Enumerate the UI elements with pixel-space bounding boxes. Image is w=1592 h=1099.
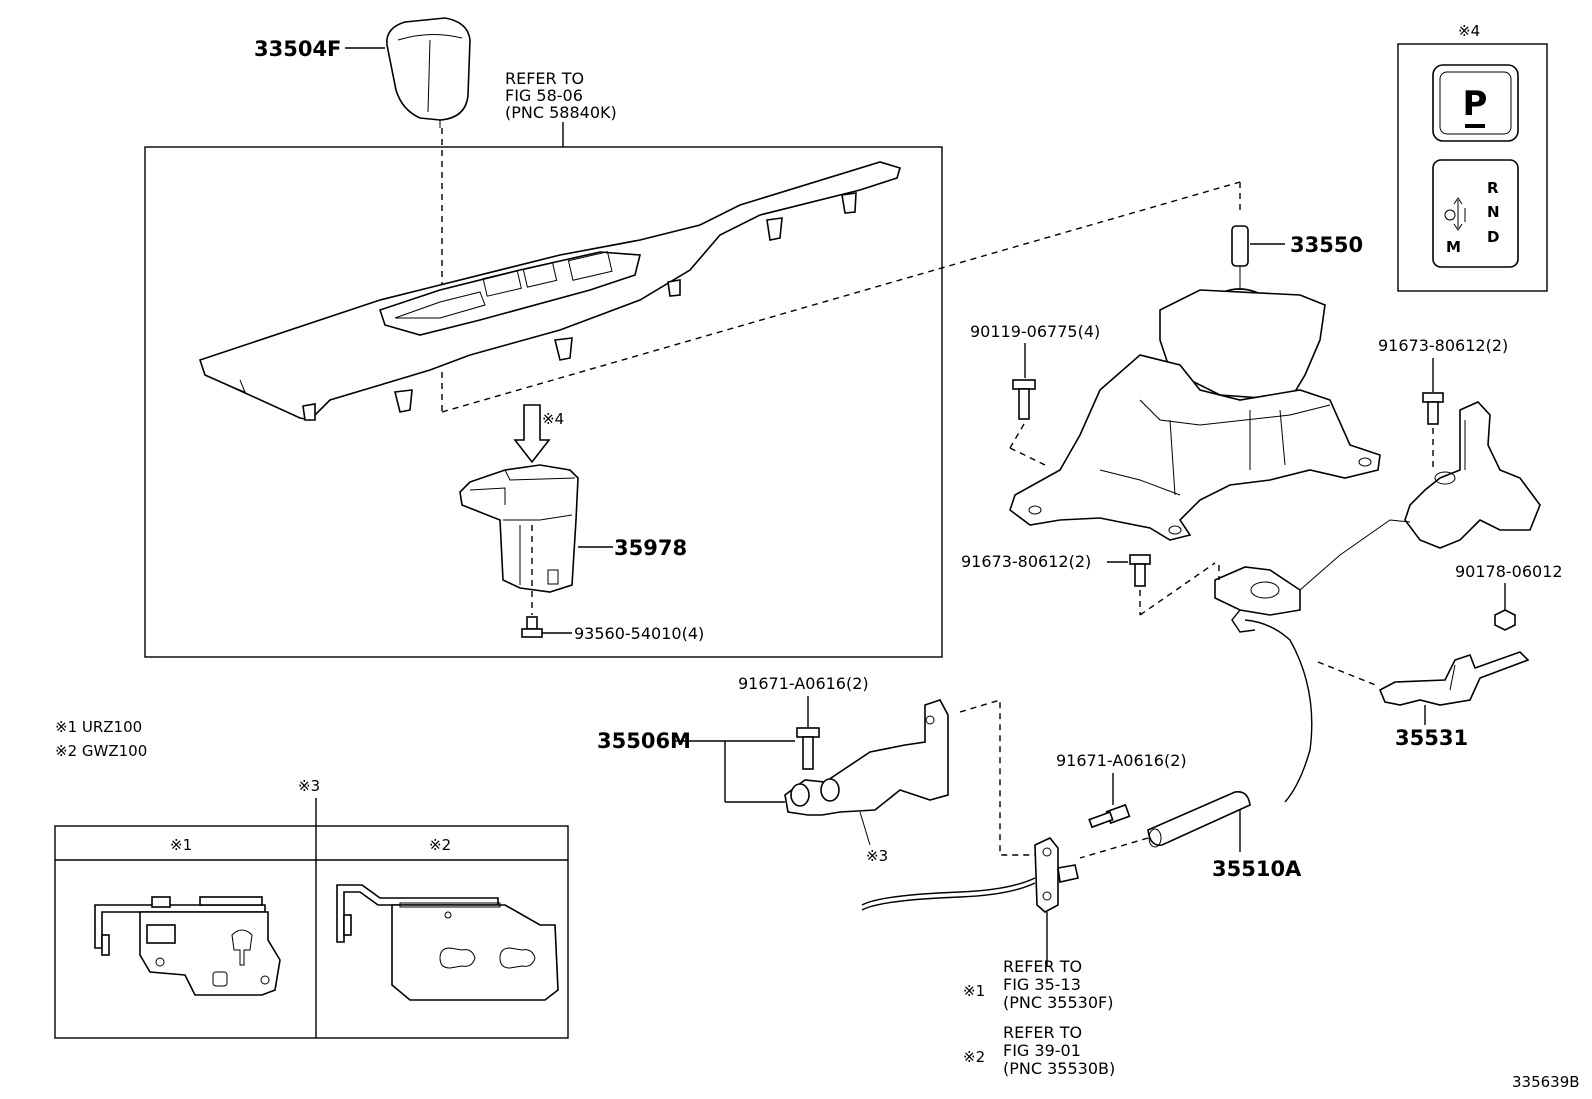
callout-33504F: 33504F [254,37,341,61]
callout-91671-mid: 91671-A0616(2) [1056,751,1187,770]
legend-note1: ※1 URZ100 [55,718,142,736]
screw-93560 [521,616,543,638]
refer-58-line2: FIG 58-06 [505,86,583,105]
svg-text:N: N [1487,203,1500,221]
callout-91671-top: 91671-A0616(2) [738,674,869,693]
callout-35510A: 35510A [1212,857,1302,881]
callout-90119: 90119-06775(4) [970,322,1100,341]
bracket-note: ※3 [866,847,888,865]
variant-table [54,825,569,1039]
lever-bracket [1404,401,1541,549]
bracket-35506M [784,699,949,816]
refer-58-line1: REFER TO [505,69,584,88]
refer-35-13-mark: ※1 [963,982,985,1000]
bracket-35531 [1378,651,1530,706]
refer-39-01-line2: FIG 39-01 [1003,1041,1081,1060]
bolt-91673-right [1422,392,1444,425]
bolt-91673-mid [1129,554,1151,587]
refer-35-13-line2: FIG 35-13 [1003,975,1081,994]
refer-58-line3: (PNC 58840K) [505,103,617,122]
callout-33550: 33550 [1290,233,1363,257]
install-arrow [513,404,551,464]
gear-selector-panel: R N D M [1432,159,1519,268]
svg-text:D: D [1487,228,1499,246]
svg-text:P: P [1463,84,1488,124]
shift-pattern-icon [1444,197,1466,231]
variant-table-title: ※3 [298,777,320,795]
callout-90178: 90178-06012 [1455,562,1563,581]
bolt-91671-mid [1088,803,1131,829]
switch-note-arrow: ※4 [542,410,564,428]
bolt-91671-top [796,727,820,770]
variant-col1: ※1 [170,836,192,854]
shift-cable [1244,619,1313,803]
callout-91673-mid: 91673-80612(2) [961,552,1091,571]
callout-93560: 93560-54010(4) [574,624,704,643]
callout-35978: 35978 [614,536,687,560]
callout-91673-right: 91673-80612(2) [1378,336,1508,355]
callout-35531: 35531 [1395,726,1468,750]
p-button: P [1432,64,1519,142]
svg-text:M: M [1446,238,1461,256]
variant-col2: ※2 [429,836,451,854]
refer-39-01-line3: (PNC 35530B) [1003,1059,1115,1078]
refer-39-01-mark: ※2 [963,1048,985,1066]
cable-end-bracket [1214,519,1411,616]
figure-id: 335639B [1512,1073,1580,1091]
shift-switch [459,464,579,593]
nut-90178 [1494,609,1516,631]
refer-35-13-line3: (PNC 35530F) [1003,993,1113,1012]
console-trim-panel [198,161,901,421]
shift-knob [386,17,471,128]
console-group-box [144,146,943,658]
legend-note2: ※2 GWZ100 [55,742,147,760]
switch-inset-box [1397,43,1548,292]
refer-39-01-line1: REFER TO [1003,1023,1082,1042]
shifter-assembly [1009,225,1381,541]
cable-retainer [1034,837,1079,913]
svg-text:R: R [1487,179,1499,197]
inset-title: ※4 [1458,22,1480,40]
bolt-90119 [1012,379,1036,420]
variant-bracket-urz100 [94,896,281,996]
refer-35-13-line1: REFER TO [1003,957,1082,976]
cable-sleeve [1147,790,1251,848]
variant-bracket-gwz100 [336,884,559,1001]
lower-cable [861,877,1036,906]
